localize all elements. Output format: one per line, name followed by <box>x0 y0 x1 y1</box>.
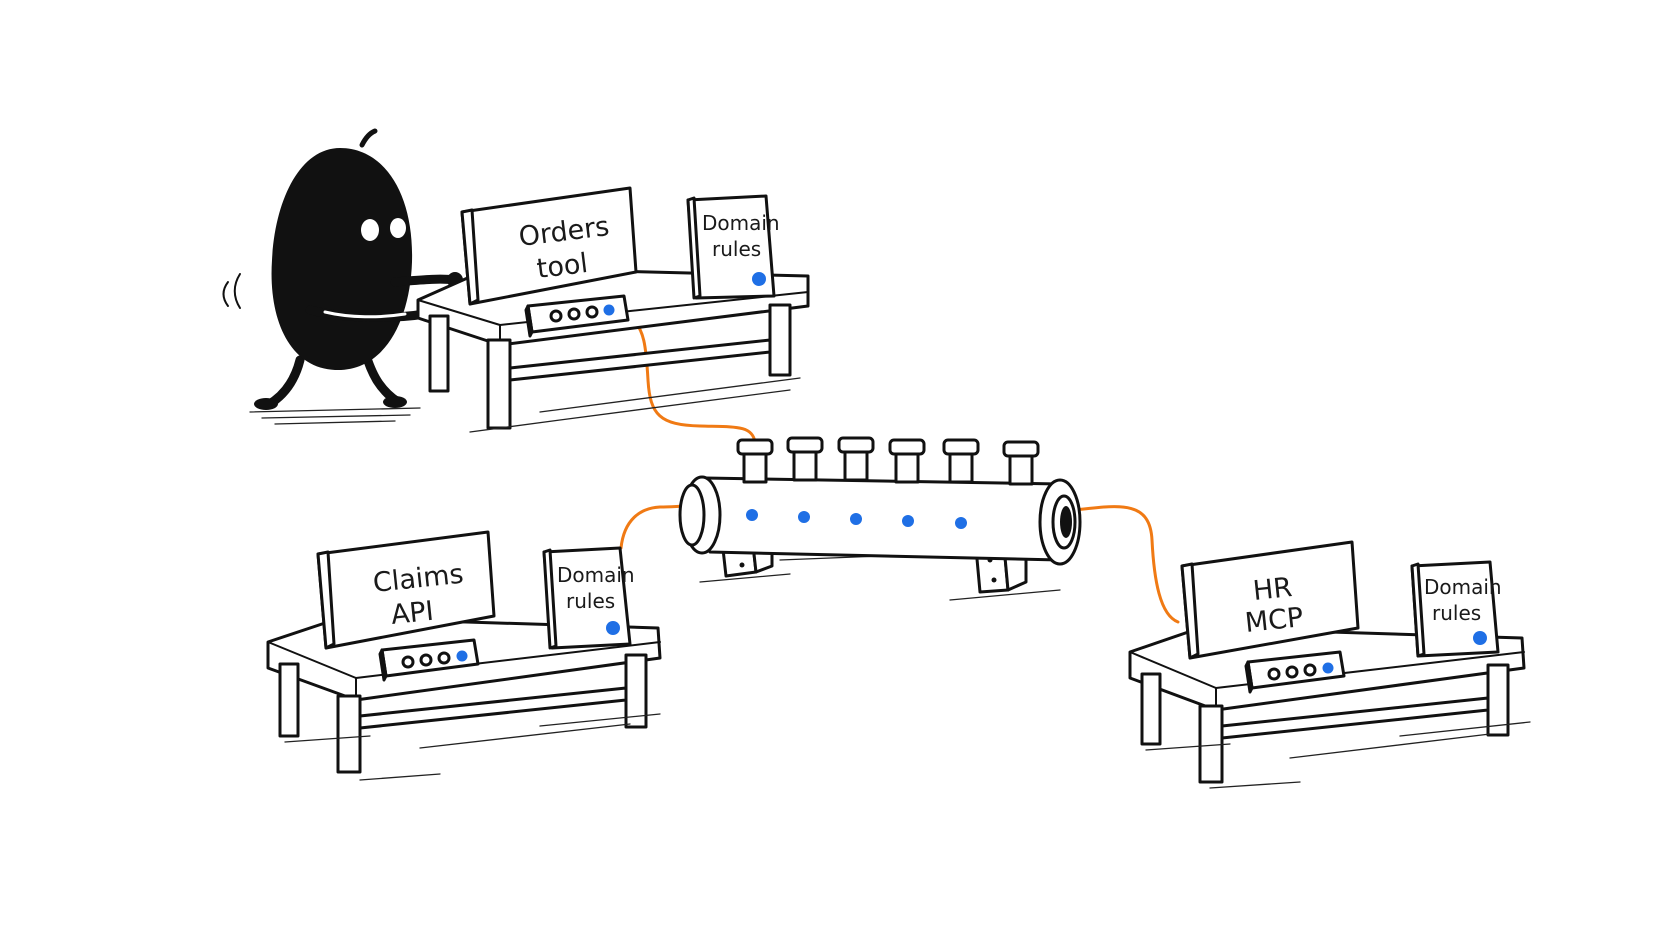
hr-rules-line1: Domain <box>1424 575 1502 599</box>
bus-port <box>888 438 926 484</box>
port-box-icon <box>524 294 630 338</box>
bus-port <box>736 438 774 484</box>
claims-rules-indicator <box>606 621 620 635</box>
bus-port <box>942 438 980 484</box>
hr-title-line2: MCP <box>1243 602 1304 639</box>
claims-rules-line2: rules <box>566 589 615 613</box>
station-claims: Claims API Domain rules <box>266 530 662 781</box>
claims-title-line2: API <box>389 596 435 631</box>
hr-rules-line2: rules <box>1432 601 1481 625</box>
hr-rules-indicator <box>1473 631 1487 645</box>
bus-port <box>1002 440 1040 486</box>
bus-light <box>955 517 967 529</box>
bus-port <box>786 436 824 482</box>
station-hr: HR MCP Domain rules <box>1128 540 1531 789</box>
port-box-icon <box>1244 650 1346 694</box>
hr-title-line1: HR <box>1251 572 1293 607</box>
black-blob-character-icon <box>222 128 463 425</box>
pipe-bus-icon <box>678 436 1082 601</box>
bus-light <box>746 509 758 521</box>
bus-port <box>837 436 875 482</box>
station-orders: Orders tool Domain rules <box>416 186 810 433</box>
bus-light <box>902 515 914 527</box>
bus-light <box>850 513 862 525</box>
claims-rules-line1: Domain <box>557 563 635 587</box>
wire-bus-to-hr <box>1073 505 1180 624</box>
orders-rules-line1: Domain <box>702 211 780 235</box>
orders-title-line2: tool <box>535 248 590 285</box>
orders-rules-line2: rules <box>712 237 761 261</box>
port-box-icon <box>378 638 480 682</box>
orders-rules-indicator <box>752 272 766 286</box>
bus-ports <box>736 436 1040 486</box>
wire-orders-to-bus <box>630 316 757 444</box>
bus-lights <box>746 509 967 529</box>
bus-light <box>798 511 810 523</box>
